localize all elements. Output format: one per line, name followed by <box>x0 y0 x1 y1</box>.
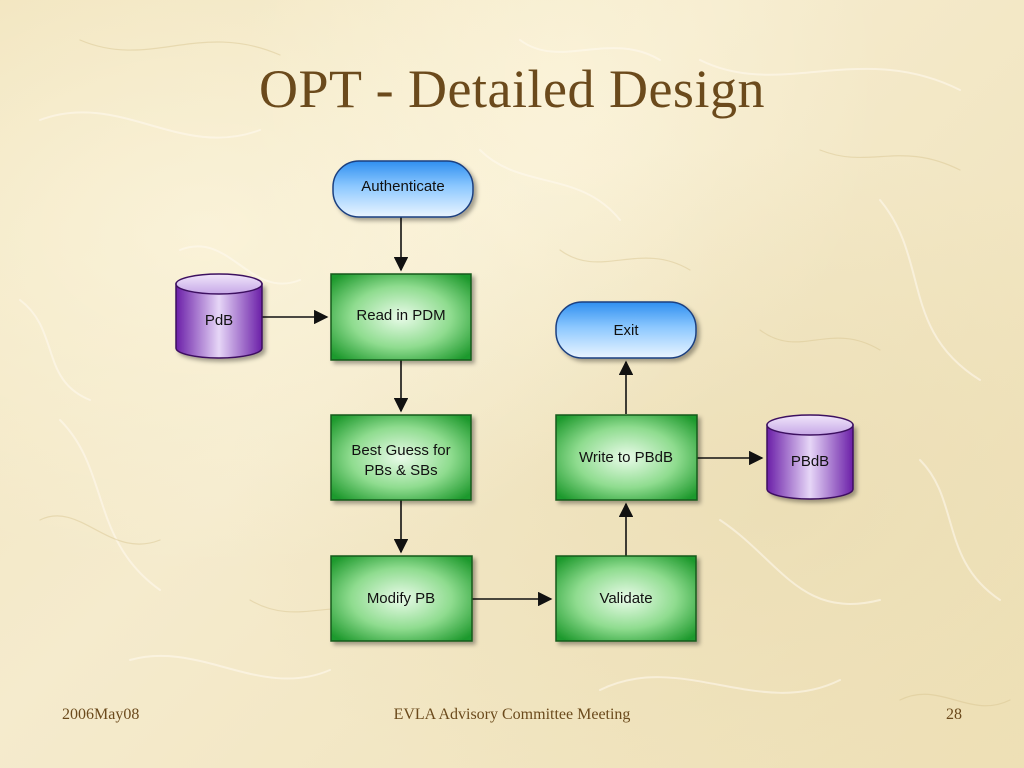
slide-title: OPT - Detailed Design <box>259 59 765 119</box>
node-exit: Exit <box>555 301 697 359</box>
node-read-pdm-label: Read in PDM <box>356 307 445 324</box>
node-pbdb-label: PBdB <box>791 453 829 470</box>
node-pdb-label: PdB <box>205 312 233 329</box>
node-modify-pb: Modify PB <box>330 555 473 642</box>
node-validate-label: Validate <box>599 590 652 607</box>
node-best-guess-label-1: Best Guess for <box>351 442 450 459</box>
node-pdb: PdB <box>175 273 263 359</box>
node-write-pbdb: Write to PBdB <box>555 414 698 501</box>
node-pbdb: PBdB <box>766 414 854 500</box>
footer-event: EVLA Advisory Committee Meeting <box>393 706 631 723</box>
node-validate: Validate <box>555 555 697 642</box>
footer-date: 2006May08 <box>62 706 140 723</box>
node-best-guess: Best Guess for PBs & SBs <box>330 414 472 501</box>
node-exit-label: Exit <box>613 322 639 339</box>
node-read-pdm: Read in PDM <box>330 273 472 361</box>
node-best-guess-label-2: PBs & SBs <box>364 462 437 479</box>
node-modify-pb-label: Modify PB <box>367 590 435 607</box>
node-write-pbdb-label: Write to PBdB <box>579 449 673 466</box>
node-authenticate-label: Authenticate <box>361 178 444 195</box>
footer-page-number: 28 <box>946 706 962 723</box>
node-authenticate: Authenticate <box>332 160 474 218</box>
